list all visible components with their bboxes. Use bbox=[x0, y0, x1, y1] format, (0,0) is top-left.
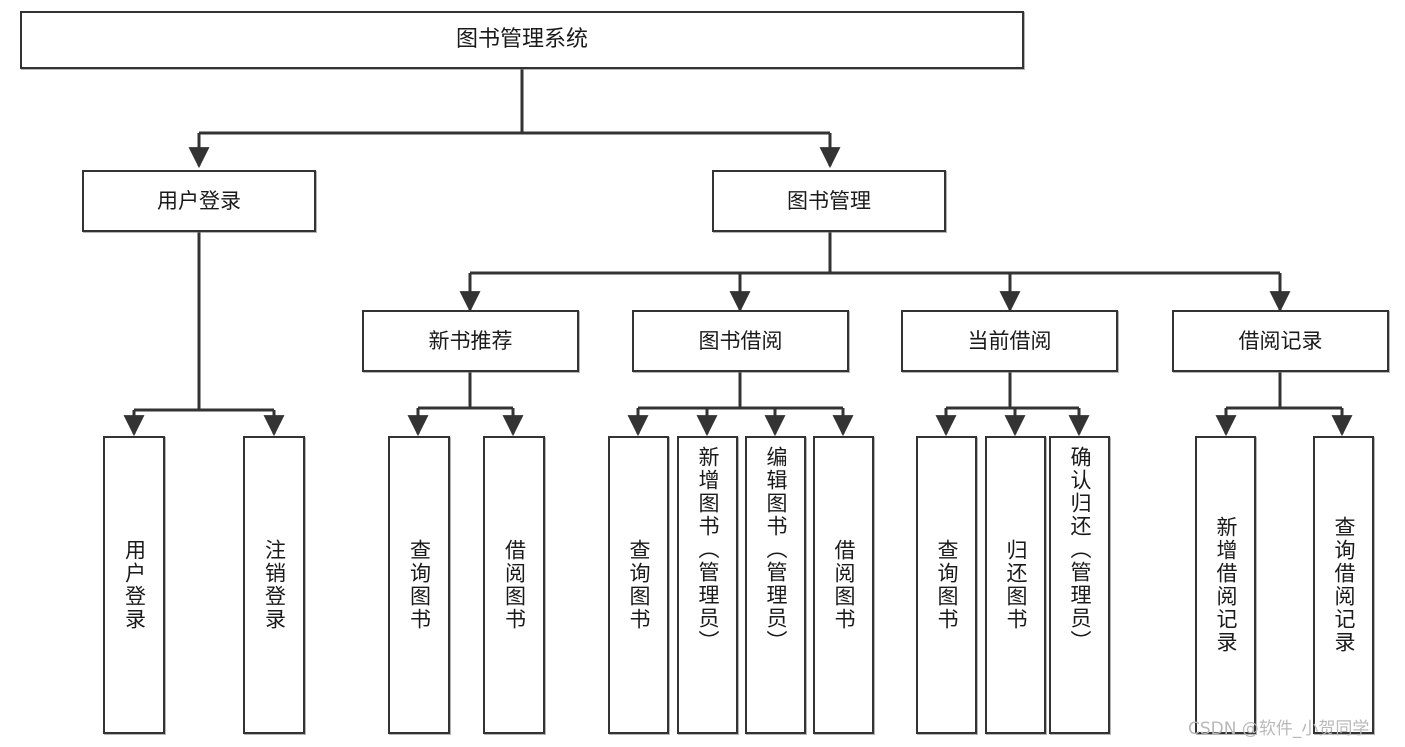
leaf-current-borrow-query-book[interactable]: 查询图书 bbox=[916, 436, 977, 734]
node-label: 查询图书 bbox=[407, 539, 432, 631]
node-label: 借阅记录 bbox=[1238, 328, 1323, 353]
leaf-borrow-record-add-record[interactable]: 新增借阅记录 bbox=[1195, 436, 1256, 734]
node-label: 借阅图书 bbox=[502, 539, 527, 631]
node-borrow-record[interactable]: 借阅记录 bbox=[1172, 310, 1389, 372]
node-label: 用户登录 bbox=[157, 188, 241, 213]
node-label: 新增图书（管理员） bbox=[696, 446, 720, 653]
node-label: 用户登录 bbox=[122, 539, 147, 631]
node-user-login[interactable]: 用户登录 bbox=[82, 170, 316, 232]
node-label: 确认归还（管理员） bbox=[1068, 446, 1092, 653]
leaf-new-book-query-book[interactable]: 查询图书 bbox=[388, 436, 450, 734]
node-book-management[interactable]: 图书管理 bbox=[712, 170, 946, 232]
node-book-borrow[interactable]: 图书借阅 bbox=[632, 310, 849, 372]
leaf-book-borrow-borrow-book[interactable]: 借阅图书 bbox=[813, 436, 874, 734]
leaf-book-borrow-edit-book-admin[interactable]: 编辑图书（管理员） bbox=[745, 436, 806, 734]
node-label: 查询借阅记录 bbox=[1332, 516, 1356, 654]
node-label: 注销登录 bbox=[262, 539, 287, 631]
node-label: 图书管理 bbox=[787, 188, 871, 213]
node-label: 当前借阅 bbox=[967, 328, 1052, 353]
node-label: 新增借阅记录 bbox=[1214, 516, 1238, 654]
node-label: 编辑图书（管理员） bbox=[764, 446, 788, 653]
leaf-current-borrow-confirm-return-admin[interactable]: 确认归还（管理员） bbox=[1049, 436, 1110, 734]
node-label: 查询图书 bbox=[935, 539, 959, 631]
leaf-user-login-logout[interactable]: 注销登录 bbox=[243, 436, 305, 734]
csdn-watermark: CSDN @软件_小贺同学 bbox=[1188, 719, 1370, 739]
node-new-book-recommend[interactable]: 新书推荐 bbox=[362, 310, 579, 372]
node-label: 借阅图书 bbox=[832, 539, 856, 631]
node-label: 查询图书 bbox=[627, 539, 651, 631]
node-label: 图书借阅 bbox=[698, 328, 783, 353]
node-root-book-management-system[interactable]: 图书管理系统 bbox=[20, 11, 1024, 69]
leaf-user-login-login[interactable]: 用户登录 bbox=[103, 436, 165, 734]
node-label: 新书推荐 bbox=[428, 328, 513, 353]
node-label: 图书管理系统 bbox=[455, 27, 588, 53]
node-label: 归还图书 bbox=[1004, 539, 1028, 631]
leaf-book-borrow-query-book[interactable]: 查询图书 bbox=[608, 436, 669, 734]
leaf-borrow-record-query-record[interactable]: 查询借阅记录 bbox=[1313, 436, 1374, 734]
node-current-borrow[interactable]: 当前借阅 bbox=[901, 310, 1118, 372]
leaf-new-book-borrow-book[interactable]: 借阅图书 bbox=[483, 436, 545, 734]
leaf-book-borrow-add-book-admin[interactable]: 新增图书（管理员） bbox=[677, 436, 738, 734]
leaf-current-borrow-return-book[interactable]: 归还图书 bbox=[985, 436, 1046, 734]
